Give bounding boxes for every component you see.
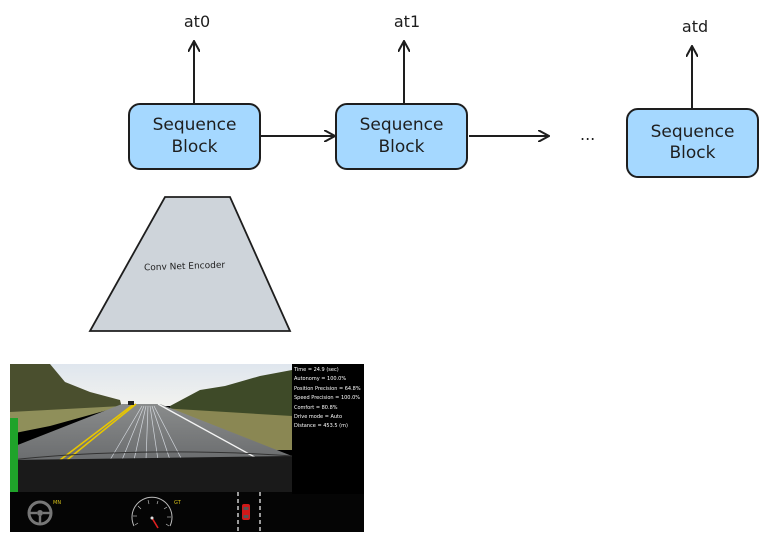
sequence-block-0: Sequence Block (128, 103, 261, 170)
hud-line: Speed Precision = 100.0% (294, 395, 361, 402)
lane-yellow-2 (66, 403, 137, 461)
lane-position-icon (237, 492, 261, 532)
road (10, 404, 292, 462)
right-trees (170, 370, 292, 420)
left-grass (10, 406, 122, 434)
hud-label-left: MN (53, 500, 62, 506)
sequence-block-d-line2: Block (669, 143, 716, 163)
left-trees (10, 364, 122, 414)
lane-white-edge (157, 403, 261, 461)
sequence-block-1-line2: Block (378, 136, 425, 157)
steering-bar (10, 418, 18, 492)
sequence-block-d: Sequence Block (626, 108, 759, 178)
hud-line: Time = 24.9 (sec) (294, 367, 339, 373)
dashboard (10, 456, 292, 492)
steering-wheel-icon (27, 500, 53, 526)
hud-label-right: GT (174, 500, 181, 506)
hud-line: Comfort = 80.8% (294, 404, 338, 411)
output-label-at0: at0 (183, 12, 211, 31)
sequence-block-0-line1: Sequence (152, 115, 237, 136)
lane-yellow-1 (59, 403, 135, 461)
hud-metrics-panel: Time = 24.9 (sec) Autonomy = 100.0% Posi… (292, 364, 364, 494)
sequence-block-0-line2: Block (171, 136, 218, 157)
hud-line: Drive mode = Auto (294, 414, 343, 421)
output-label-atd: atd (681, 17, 709, 36)
hud-line: Autonomy = 100.0% (294, 376, 347, 383)
hud-line: Distance = 453.5 (m) (294, 423, 348, 430)
trajectory-lines (109, 405, 183, 461)
speed-gauge-icon (131, 496, 173, 529)
driving-scene (10, 364, 364, 532)
lead-car (128, 401, 134, 405)
conv-net-encoder-shape (88, 196, 292, 332)
output-label-at1: at1 (393, 12, 421, 31)
sequence-block-1: Sequence Block (335, 103, 468, 170)
continuation-ellipsis: ... (580, 125, 596, 144)
hood-edge (10, 451, 293, 461)
sequence-block-1-line1: Sequence (359, 115, 444, 136)
instrument-strip (10, 492, 364, 532)
sequence-block-d-line1: Sequence (650, 121, 735, 142)
hud-line: Position Precision = 64.8% (294, 385, 361, 392)
